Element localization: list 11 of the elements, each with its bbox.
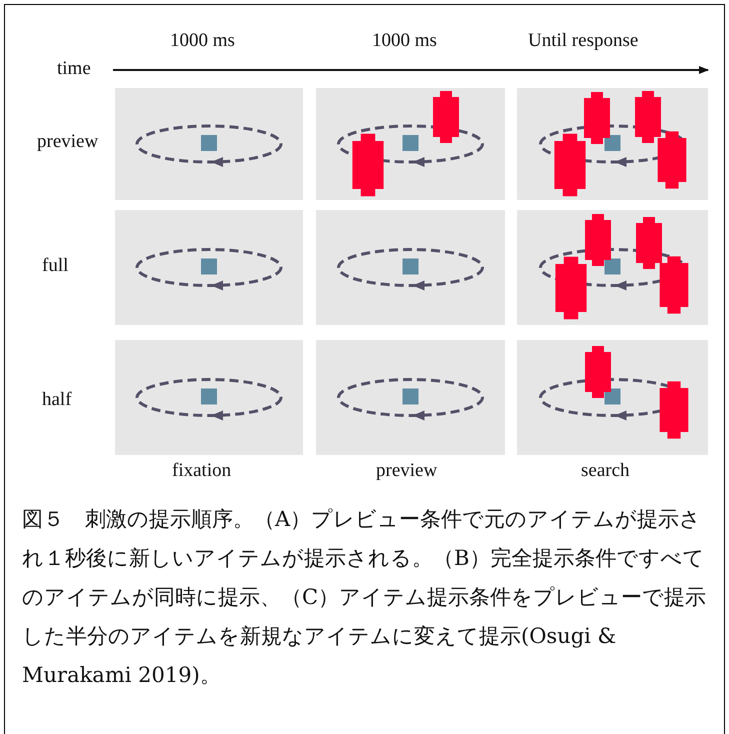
caption: 図５ 刺激の提示順序。（A）プレビュー条件で元のアイテムが提示され１秒後に新しいアイテムが提示される。（B）完全提示条件ですべてのアイテムが同時に提示、（C）アイテム提示条件をプレビューで提示した半分のアイテムを新規なアイテムに変えて提示(Osugi & Murakami 2019)。 <box>22 506 708 689</box>
column-label: 1000 ms <box>372 30 437 52</box>
row-label: preview <box>37 131 98 153</box>
column-label: fixation <box>172 460 232 482</box>
column-label: preview <box>376 460 438 482</box>
row-label: full <box>42 255 68 277</box>
column-label: Until response <box>528 30 638 52</box>
column-label: search <box>581 460 630 482</box>
column-label: 1000 ms <box>170 30 235 52</box>
row-label: half <box>42 389 72 411</box>
axis-label: time <box>57 58 91 80</box>
